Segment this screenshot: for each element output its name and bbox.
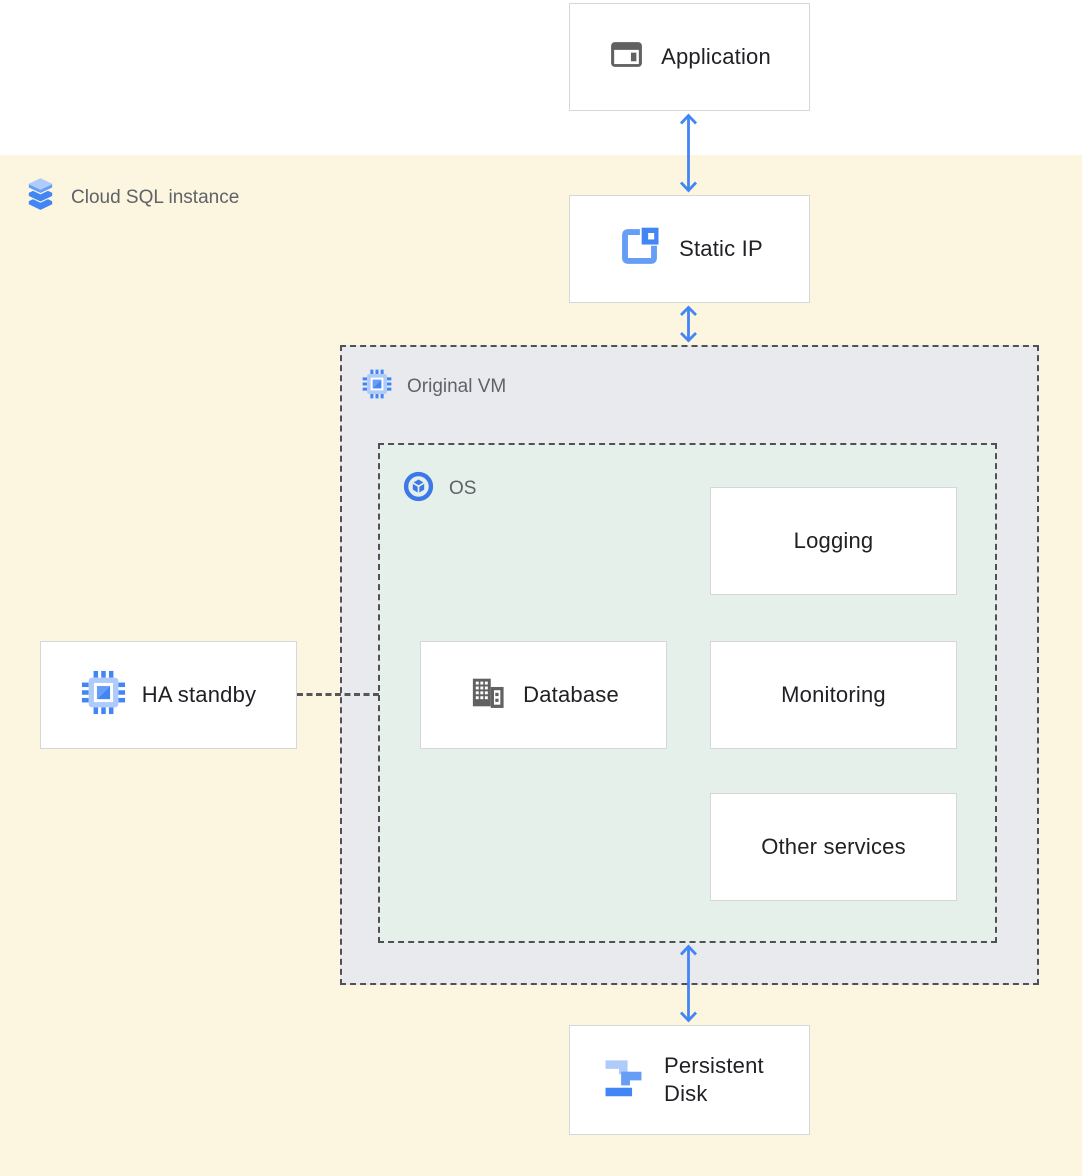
original-vm-zone-label: Original VM xyxy=(362,369,506,404)
os-zone-label: OS xyxy=(403,471,476,507)
cloud-sql-zone-label: Cloud SQL instance xyxy=(25,177,240,217)
node-ha-standby-label: HA standby xyxy=(141,682,257,707)
compute-engine-icon xyxy=(81,670,126,720)
node-logging: Logging xyxy=(710,487,957,595)
node-other-services-label: Other services xyxy=(761,834,906,859)
persistent-disk-icon xyxy=(599,1053,648,1107)
node-application-label: Application xyxy=(661,44,771,69)
database-building-icon xyxy=(468,673,507,717)
node-database-label: Database xyxy=(523,682,619,707)
node-static-ip-label: Static IP xyxy=(679,236,763,261)
node-logging-label: Logging xyxy=(793,528,874,553)
link-hastandby-os xyxy=(297,693,379,696)
arrow-application-staticip xyxy=(679,113,698,193)
application-icon xyxy=(608,36,645,78)
cloud-sql-zone-label-text: Cloud SQL instance xyxy=(71,186,240,208)
cloud-sql-icon xyxy=(25,177,56,217)
original-vm-zone-label-text: Original VM xyxy=(407,375,507,397)
node-database: Database xyxy=(420,641,667,749)
node-other-services: Other services xyxy=(710,793,957,901)
node-application: Application xyxy=(569,3,810,111)
node-monitoring-label: Monitoring xyxy=(781,682,886,707)
node-persistent-disk-label: Persistent Disk xyxy=(664,1053,764,1106)
node-static-ip: Static IP xyxy=(569,195,810,303)
node-monitoring: Monitoring xyxy=(710,641,957,749)
os-zone-label-text: OS xyxy=(449,478,477,499)
node-ha-standby: HA standby xyxy=(40,641,297,749)
os-icon xyxy=(403,471,434,507)
static-ip-icon xyxy=(616,223,663,275)
arrow-staticip-vm xyxy=(680,305,697,343)
node-persistent-disk: Persistent Disk xyxy=(569,1025,810,1135)
arrow-os-persistentdisk xyxy=(679,944,698,1023)
compute-engine-icon xyxy=(362,369,392,404)
